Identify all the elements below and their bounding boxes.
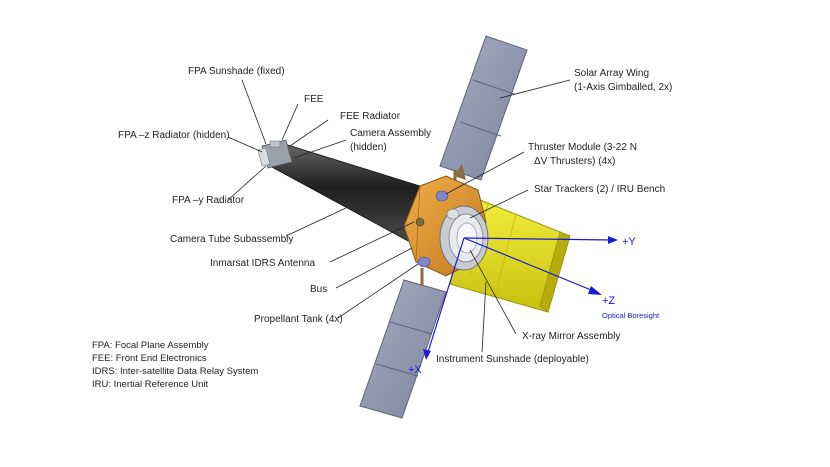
label-fee-radiator: FEE Radiator [340, 111, 401, 122]
acronym-legend: FPA: Focal Plane Assembly FEE: Front End… [92, 340, 258, 390]
label-camera-assembly: Camera Assembly [350, 128, 431, 139]
thruster-module [435, 164, 466, 202]
solar-array-upper [439, 35, 528, 186]
axis-label-optical-boresight: Optical Boresight [602, 311, 660, 320]
label-fpa-z-radiator: FPA –z Radiator (hidden) [118, 130, 230, 141]
label-star-trackers: Star Trackers (2) / IRU Bench [534, 184, 665, 195]
label-xray-mirror: X-ray Mirror Assembly [522, 331, 620, 342]
axis-label-plus-z: +Z [602, 295, 615, 307]
focal-plane-assembly [257, 139, 293, 169]
label-fee: FEE [304, 94, 324, 105]
label-camera-tube: Camera Tube Subassembly [170, 234, 293, 245]
leader-lines [227, 79, 571, 353]
legend-item-iru: IRU: Inertial Reference Unit [92, 379, 209, 390]
coordinate-axes [423, 236, 618, 360]
legend-item-fee: FEE: Front End Electronics [92, 353, 207, 364]
axis-label-plus-x: +X [408, 364, 422, 376]
label-thruster-module: Thruster Module (3-22 N [528, 142, 637, 153]
label-solar-array: Solar Array Wing [574, 68, 649, 79]
label-fpa-sunshade: FPA Sunshade (fixed) [188, 66, 285, 77]
label-fpa-y-radiator: FPA –y Radiator [172, 195, 245, 206]
label-solar-array-gimballed: (1-Axis Gimballed, 2x) [574, 82, 672, 93]
solar-array-lower [359, 268, 447, 419]
label-propellant-tank: Propellant Tank (4x) [254, 314, 343, 325]
axis-label-plus-y: +Y [622, 236, 636, 248]
camera-tube [269, 141, 421, 243]
label-camera-assembly-hidden: (hidden) [350, 142, 387, 153]
legend-item-idrs: IDRS: Inter-satellite Data Relay System [92, 366, 258, 377]
propellant-tank [417, 256, 431, 268]
label-thruster-dv: ΔV Thrusters) (4x) [534, 156, 616, 167]
label-inmarsat-antenna: Inmarsat IDRS Antenna [210, 258, 315, 269]
label-bus: Bus [310, 284, 327, 295]
label-instrument-sunshade: Instrument Sunshade (deployable) [436, 354, 589, 365]
legend-item-fpa: FPA: Focal Plane Assembly [92, 340, 209, 351]
inmarsat-antenna [415, 217, 425, 227]
